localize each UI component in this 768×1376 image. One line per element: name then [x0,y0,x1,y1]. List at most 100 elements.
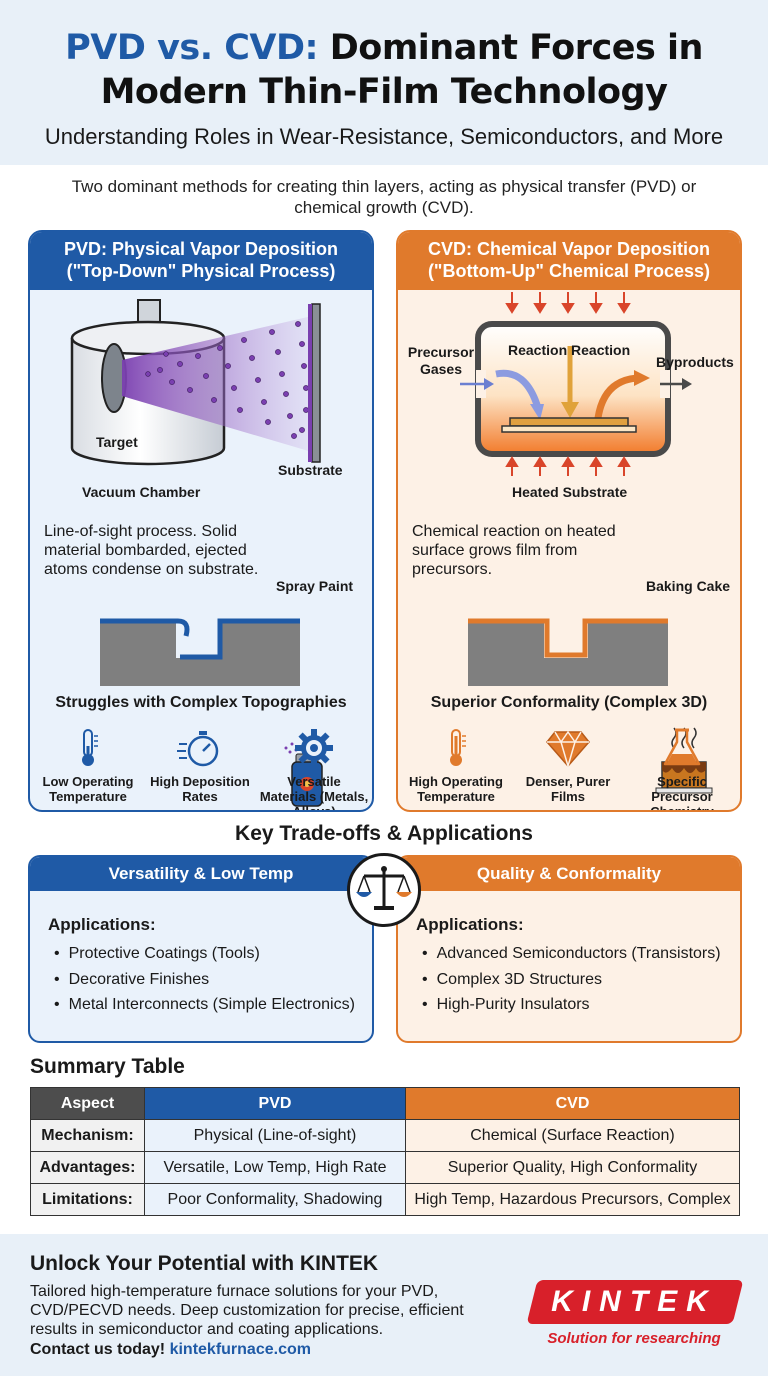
cvd-heading-line-2: ("Bottom-Up" Chemical Process) [427,261,711,281]
logo-tagline: Solution for researching [547,1330,721,1347]
pvd-applications-label: Applications: [48,915,156,934]
cvd-panel-heading: CVD: Chemical Vapor Deposition ("Bottom-… [398,232,740,290]
pvd-feature-temperature-label: Low Operating Temperature [42,774,134,804]
pvd-topography [100,618,300,686]
thermometer-icon [82,729,98,766]
table-cell: Versatile, Low Temp, High Rate [144,1151,406,1184]
pvd-panel-heading: PVD: Physical Vapor Deposition ("Top-Dow… [30,232,372,290]
cvd-description: Chemical reaction on heated surface grow… [412,523,616,578]
summary-table: Aspect PVD CVD Mechanism: Physical (Line… [30,1087,740,1216]
pvd-diagram [70,299,323,807]
table-cell: Superior Quality, High Conformality [405,1151,740,1184]
footer-title: Unlock Your Potential with KINTEK [30,1252,379,1275]
cvd-applications-label: Applications: [416,915,524,934]
cvd-feature-films: Denser, Purer Films [512,728,624,804]
substrate-plate [311,303,321,463]
cvd-panel: CVD: Chemical Vapor Deposition ("Bottom-… [396,230,742,812]
cvd-analogy-label: Baking Cake [646,578,731,594]
table-row: Advantages: Versatile, Low Temp, High Ra… [30,1151,740,1184]
website-link[interactable]: kintekfurnace.com [169,1341,311,1358]
cvd-diagram [460,292,713,794]
flask-icon [663,728,701,766]
table-header-row: Aspect PVD CVD [30,1087,740,1120]
pvd-feature-materials-label: Versatile Materials (Metals, Alloys) [259,774,369,812]
contact-label: Contact us today! [30,1341,166,1358]
label-precursor-gases: Precursor Gases [407,344,475,377]
title-highlight: PVD vs. CVD: [65,28,319,68]
summary-title: Summary Table [30,1055,185,1078]
pvd-panel: PVD: Physical Vapor Deposition ("Top-Dow… [28,230,374,812]
footer-text: Tailored high-temperature furnace soluti… [30,1283,464,1338]
table-cell: Advantages: [30,1151,145,1184]
list-item: High-Purity Insulators [422,992,721,1018]
table-cell: Limitations: [30,1183,145,1216]
cvd-feature-temperature: High Operating Temperature [400,728,512,804]
gear-icon [295,729,333,767]
column-header: CVD [405,1087,740,1120]
precursor-flow-arrow [495,369,542,410]
byproduct-flow-arrow [594,374,639,419]
thermometer-icon [450,729,466,766]
cvd-heading-line-1: CVD: Chemical Vapor Deposition [427,239,711,259]
label-reaction: Reaction Reaction [508,342,631,358]
table-cell: Mechanism: [30,1119,145,1152]
title-rest: Dominant Forces in [318,28,704,68]
cvd-topography-caption: Superior Conformality (Complex 3D) [430,694,708,711]
list-item: Complex 3D Structures [422,967,721,993]
list-item: Protective Coatings (Tools) [54,941,355,967]
label-heated-substrate: Heated Substrate [512,484,628,500]
kintek-logo: KINTEK Solution for researching [526,1276,744,1356]
pvd-applications-card: Versatility & Low Temp Applications: Pro… [28,855,374,1043]
pvd-feature-rate: High Deposition Rates [144,728,256,804]
column-header: Aspect [30,1087,145,1120]
cvd-feature-temperature-label: High Operating Temperature [409,774,503,804]
logo-word: KINTEK [551,1285,717,1318]
pvd-heading-line-1: PVD: Physical Vapor Deposition [63,239,339,259]
pvd-feature-rate-label: High Deposition Rates [150,774,250,804]
cvd-applications-heading: Quality & Conformality [398,857,740,891]
page-title: PVD vs. CVD: Dominant Forces in Modern T… [0,26,768,114]
top-heat-arrows [505,292,631,314]
cvd-feature-films-label: Denser, Purer Films [525,774,611,804]
table-row: Mechanism: Physical (Line-of-sight) Chem… [30,1119,740,1152]
tradeoffs-title: Key Trade-offs & Applications [235,822,533,845]
list-item: Metal Interconnects (Simple Electronics) [54,992,355,1018]
label-target: Target [96,434,138,450]
ejected-atoms [145,321,309,439]
vapor-beam [122,316,312,452]
stopwatch-icon [177,731,219,767]
pvd-description: Line-of-sight process. Solid material bo… [44,523,259,578]
pvd-applications-heading: Versatility & Low Temp [30,857,372,891]
table-row: Limitations: Poor Conformality, Shadowin… [30,1183,740,1216]
pvd-analogy-label: Spray Paint [276,578,354,594]
cvd-applications-list: Advanced Semiconductors (Transistors) Co… [422,941,721,1018]
footer-contact: Contact us today! kintekfurnace.com [30,1341,311,1359]
diamond-icon [546,730,590,768]
heated-substrate [509,417,629,427]
footer: Unlock Your Potential with KINTEK Tailor… [0,1234,768,1376]
table-cell: High Temp, Hazardous Precursors, Complex [405,1183,740,1216]
page-subtitle: Understanding Roles in Wear-Resistance, … [44,124,724,149]
table-cell: Poor Conformality, Shadowing [144,1183,406,1216]
cvd-feature-chemistry-label: Specific Precursor Chemistry [650,774,714,812]
cvd-applications-card: Quality & Conformality Applications: Adv… [396,855,742,1043]
table-cell: Physical (Line-of-sight) [144,1119,406,1152]
title-line-2: Modern Thin-Film Technology [100,72,668,112]
balance-scale-icon [347,853,421,927]
cvd-topography [468,618,668,686]
table-cell: Chemical (Surface Reaction) [405,1119,740,1152]
inlet-arrow [460,378,494,390]
pvd-topography-caption: Struggles with Complex Topographies [55,694,347,711]
pvd-applications-list: Protective Coatings (Tools) Decorative F… [54,941,355,1018]
list-item: Advanced Semiconductors (Transistors) [422,941,721,967]
pvd-feature-temperature: Low Operating Temperature [32,728,144,804]
label-vacuum-chamber: Vacuum Chamber [82,484,201,500]
pvd-feature-materials: Versatile Materials (Metals, Alloys) [258,728,370,812]
intro-text: Two dominant methods for creating thin l… [71,177,697,217]
label-byproducts: Byproducts [656,354,734,370]
column-header: PVD [144,1087,406,1120]
list-item: Decorative Finishes [54,967,355,993]
outlet-arrow [660,378,692,390]
bottom-heat-arrows [505,456,631,476]
header: PVD vs. CVD: Dominant Forces in Modern T… [0,0,768,165]
